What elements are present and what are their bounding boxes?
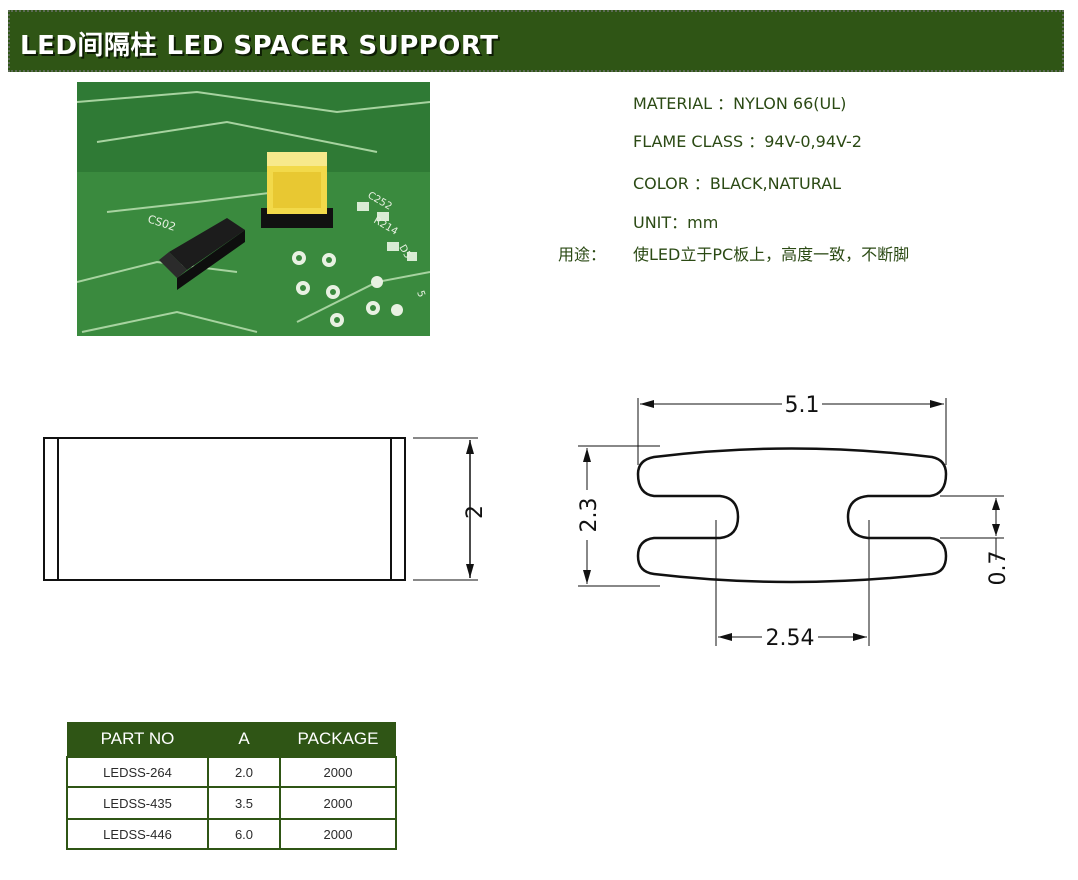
package-cell: 2000 [279, 786, 397, 820]
dim-side-height: 2 [463, 505, 488, 519]
page-header: LED间隔柱 LED SPACER SUPPORT [8, 10, 1064, 72]
usage-text: 使LED立于PC板上，高度一致，不断脚 [633, 245, 910, 264]
header-a: A [208, 722, 280, 757]
header-part-no: PART NO [67, 722, 208, 757]
table-header-row: PART NO A PACKAGE [67, 722, 396, 757]
package-cell: 2000 [279, 818, 397, 850]
parts-table: PART NO A PACKAGE LEDSS-264 2.0 2000 LED… [66, 722, 397, 850]
table-row: LEDSS-446 6.0 2000 [66, 818, 397, 850]
dim-slot: 0.7 [986, 551, 1011, 586]
package-cell: 2000 [279, 756, 397, 788]
technical-drawing: 2 5.1 2.3 0.7 2.54 [43, 393, 1011, 651]
side-view-body [43, 437, 406, 581]
table-row: LEDSS-264 2.0 2000 [66, 756, 397, 788]
dim-height: 2.3 [577, 498, 602, 533]
table-row: LEDSS-435 3.5 2000 [66, 786, 397, 820]
a-cell: 3.5 [207, 786, 281, 820]
spec-color: COLOR ：BLACK,NATURAL [633, 174, 842, 193]
usage-label: 用途： [558, 245, 607, 264]
spec-material: MATERIAL ：NYLON 66(UL) [633, 94, 847, 113]
header-package: PACKAGE [280, 722, 396, 757]
dim-pitch: 2.54 [766, 626, 815, 651]
part-no-cell: LEDSS-435 [66, 786, 209, 820]
page-title: LED间隔柱 LED SPACER SUPPORT [20, 31, 499, 61]
spec-flame-class: FLAME CLASS ：94V-0,94V-2 [633, 132, 862, 151]
part-no-cell: LEDSS-446 [66, 818, 209, 850]
a-cell: 6.0 [207, 818, 281, 850]
product-photo: CS02 C252 R214 D5 5 [77, 82, 430, 336]
dim-width: 5.1 [785, 393, 820, 418]
spec-unit: UNIT：mm [633, 213, 719, 232]
a-cell: 2.0 [207, 756, 281, 788]
part-no-cell: LEDSS-264 [66, 756, 209, 788]
silk-label: 5 [414, 289, 427, 299]
top-view-outline [636, 447, 948, 584]
